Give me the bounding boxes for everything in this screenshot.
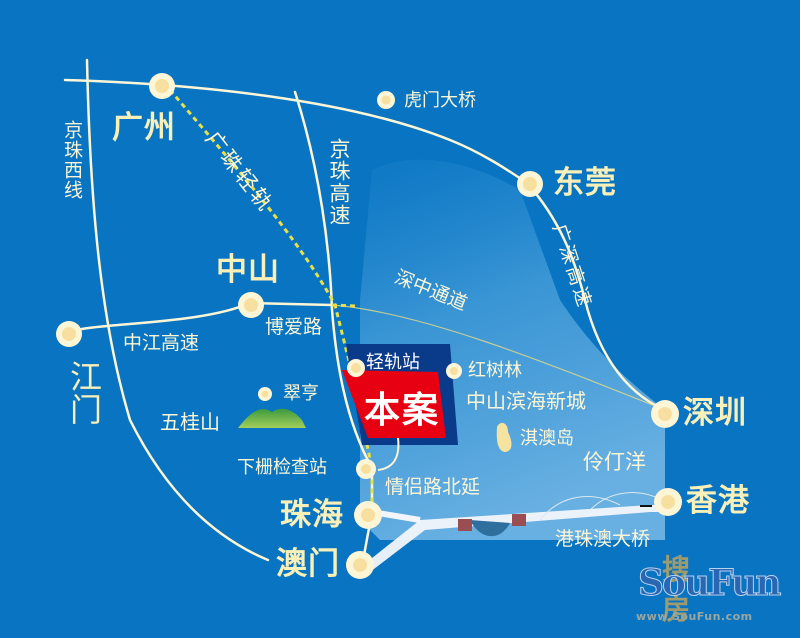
road-jingzhu-west xyxy=(85,58,270,562)
watermark-url: www.SouFun.com xyxy=(636,610,753,623)
road-label-jingzhu-expressway: 京珠高速 xyxy=(327,138,351,226)
node-cuiheng xyxy=(258,387,272,401)
road-label-qinglv: 情侣路北延 xyxy=(385,476,481,498)
watermark-cn: 搜房 xyxy=(662,553,705,626)
road-label-jingzhu-west: 京珠西线 xyxy=(61,120,83,200)
poi-label-wuguishan: 五桂山 xyxy=(160,410,220,434)
city-label-zhuhai: 珠海 xyxy=(280,497,344,533)
node-light-rail xyxy=(347,359,365,377)
wuguishan-hill xyxy=(238,408,306,428)
node-zhuhai xyxy=(354,501,382,529)
road-label-hzm-bridge: 港珠澳大桥 xyxy=(555,528,651,550)
rail-branch xyxy=(331,303,357,308)
node-hongshulin xyxy=(446,363,462,379)
watermark-en: SouFun xyxy=(637,562,781,605)
road-guangshen xyxy=(525,181,667,412)
poi-label-lingding-sea: 伶仃洋 xyxy=(583,450,646,474)
poi-label-xiazha: 下栅检查站 xyxy=(237,457,327,478)
light-rail-station-label: 轻轨站 xyxy=(366,352,420,373)
poi-label-cuiheng: 翠亨 xyxy=(283,383,319,404)
project-red-box xyxy=(342,370,446,438)
node-zhongshan xyxy=(238,292,264,318)
road-label-zhongjiang: 中江高速 xyxy=(123,332,200,354)
poi-label-zs-coastal-city: 中山滨海新城 xyxy=(466,389,586,413)
node-macau xyxy=(346,551,374,579)
road-jingzhu-expressway xyxy=(293,90,374,470)
qiao-island-shape xyxy=(496,422,512,452)
city-label-macau: 澳门 xyxy=(276,546,340,582)
node-xiazha xyxy=(356,459,376,479)
city-label-jiangmen: 江门 xyxy=(65,360,103,426)
poi-label-hongshulin: 红树林 xyxy=(468,360,522,381)
city-label-shenzhen: 深圳 xyxy=(683,395,747,431)
project-label: 本案 xyxy=(364,390,441,431)
node-jiangmen xyxy=(56,321,82,347)
road-shenzhong-channel xyxy=(331,304,666,411)
node-guangzhou xyxy=(149,73,175,99)
city-label-zhongshan: 中山 xyxy=(216,252,280,288)
node-humen xyxy=(377,91,395,109)
city-label-hongkong: 香港 xyxy=(686,483,750,519)
road-label-boai: 博爱路 xyxy=(265,316,323,338)
city-label-guangzhou: 广州 xyxy=(112,110,176,146)
node-dongguan xyxy=(517,171,543,197)
node-hongkong xyxy=(654,488,682,516)
poi-label-qiao-island: 淇澳岛 xyxy=(520,428,574,449)
city-label-dongguan: 东莞 xyxy=(553,165,617,201)
poi-label-humen-bridge: 虎门大桥 xyxy=(404,90,476,111)
node-shenzhen xyxy=(651,400,679,428)
